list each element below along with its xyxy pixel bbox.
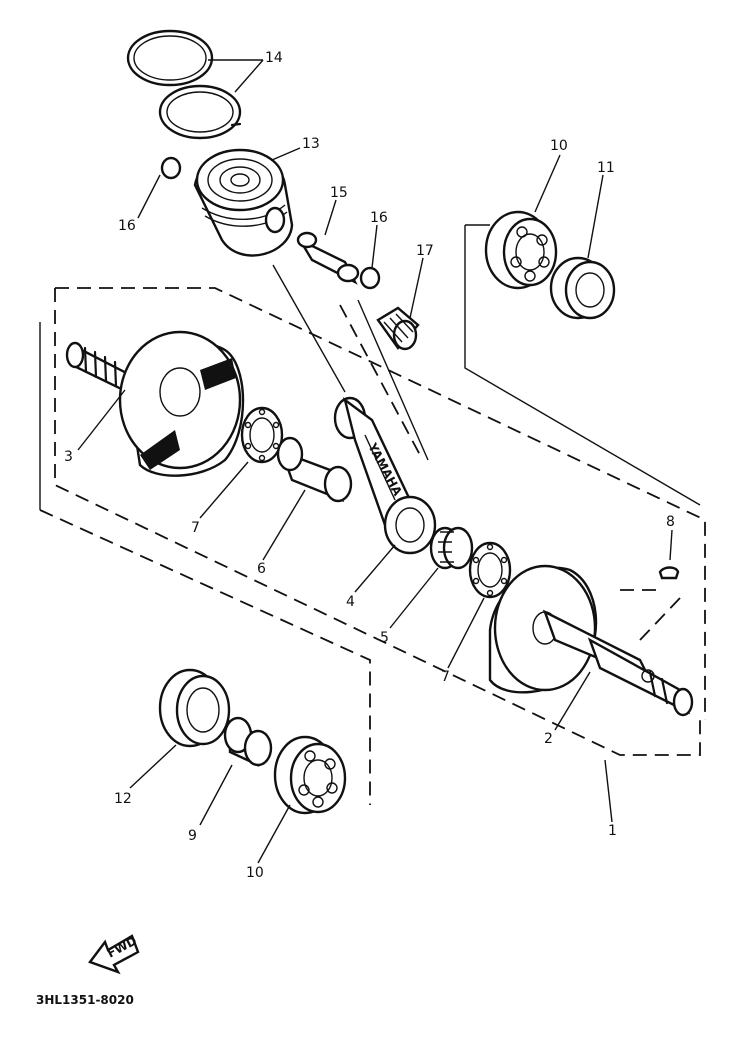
forward-arrow-icon: FWD: [88, 934, 140, 975]
label-7a: 7: [191, 520, 200, 536]
part-labels: 14 13 16 15 16 17 10 11 3 7 6 4 5 7 8 2 …: [64, 50, 675, 881]
label-9: 9: [188, 828, 197, 844]
label-6: 6: [257, 561, 266, 577]
label-2: 2: [544, 731, 553, 747]
diagram-code: 3HL1351-8020: [36, 993, 134, 1007]
small-end-bearing: [376, 306, 420, 351]
woodruff-key: [658, 566, 680, 580]
label-13: 13: [302, 136, 320, 152]
label-12: 12: [114, 791, 132, 807]
piston-rings: [126, 29, 242, 140]
piston-pin: [296, 231, 360, 285]
label-16a: 16: [118, 218, 136, 234]
group-boundary-lines: [39, 224, 706, 805]
label-10b: 10: [246, 865, 264, 881]
crank-washer-left: [240, 406, 284, 464]
label-4: 4: [346, 594, 355, 610]
label-14: 14: [265, 50, 283, 66]
label-16b: 16: [370, 210, 388, 226]
piston-pin-clip-right: [359, 266, 381, 290]
label-11: 11: [597, 160, 615, 176]
crank-half-right: [488, 564, 694, 717]
piston-pin-clip-left: [160, 156, 182, 180]
label-8: 8: [666, 514, 675, 530]
crank-pin: [276, 436, 353, 503]
label-3: 3: [64, 449, 73, 465]
label-17: 17: [416, 243, 434, 259]
label-5: 5: [380, 630, 389, 646]
oil-seal-left: [158, 668, 231, 748]
label-15: 15: [330, 185, 348, 201]
leader-lines: [77, 59, 673, 864]
label-10a: 10: [550, 138, 568, 154]
label-1: 1: [608, 823, 617, 839]
crank-washer-right: [468, 541, 512, 599]
crank-half-left: [65, 330, 245, 477]
main-bearing-left: [273, 735, 347, 815]
big-end-bearing: [429, 526, 474, 570]
oil-seal-right: [549, 256, 616, 320]
label-7b: 7: [441, 669, 450, 685]
piston: [193, 148, 294, 257]
main-bearing-right: [484, 210, 558, 290]
collar: [223, 716, 273, 767]
